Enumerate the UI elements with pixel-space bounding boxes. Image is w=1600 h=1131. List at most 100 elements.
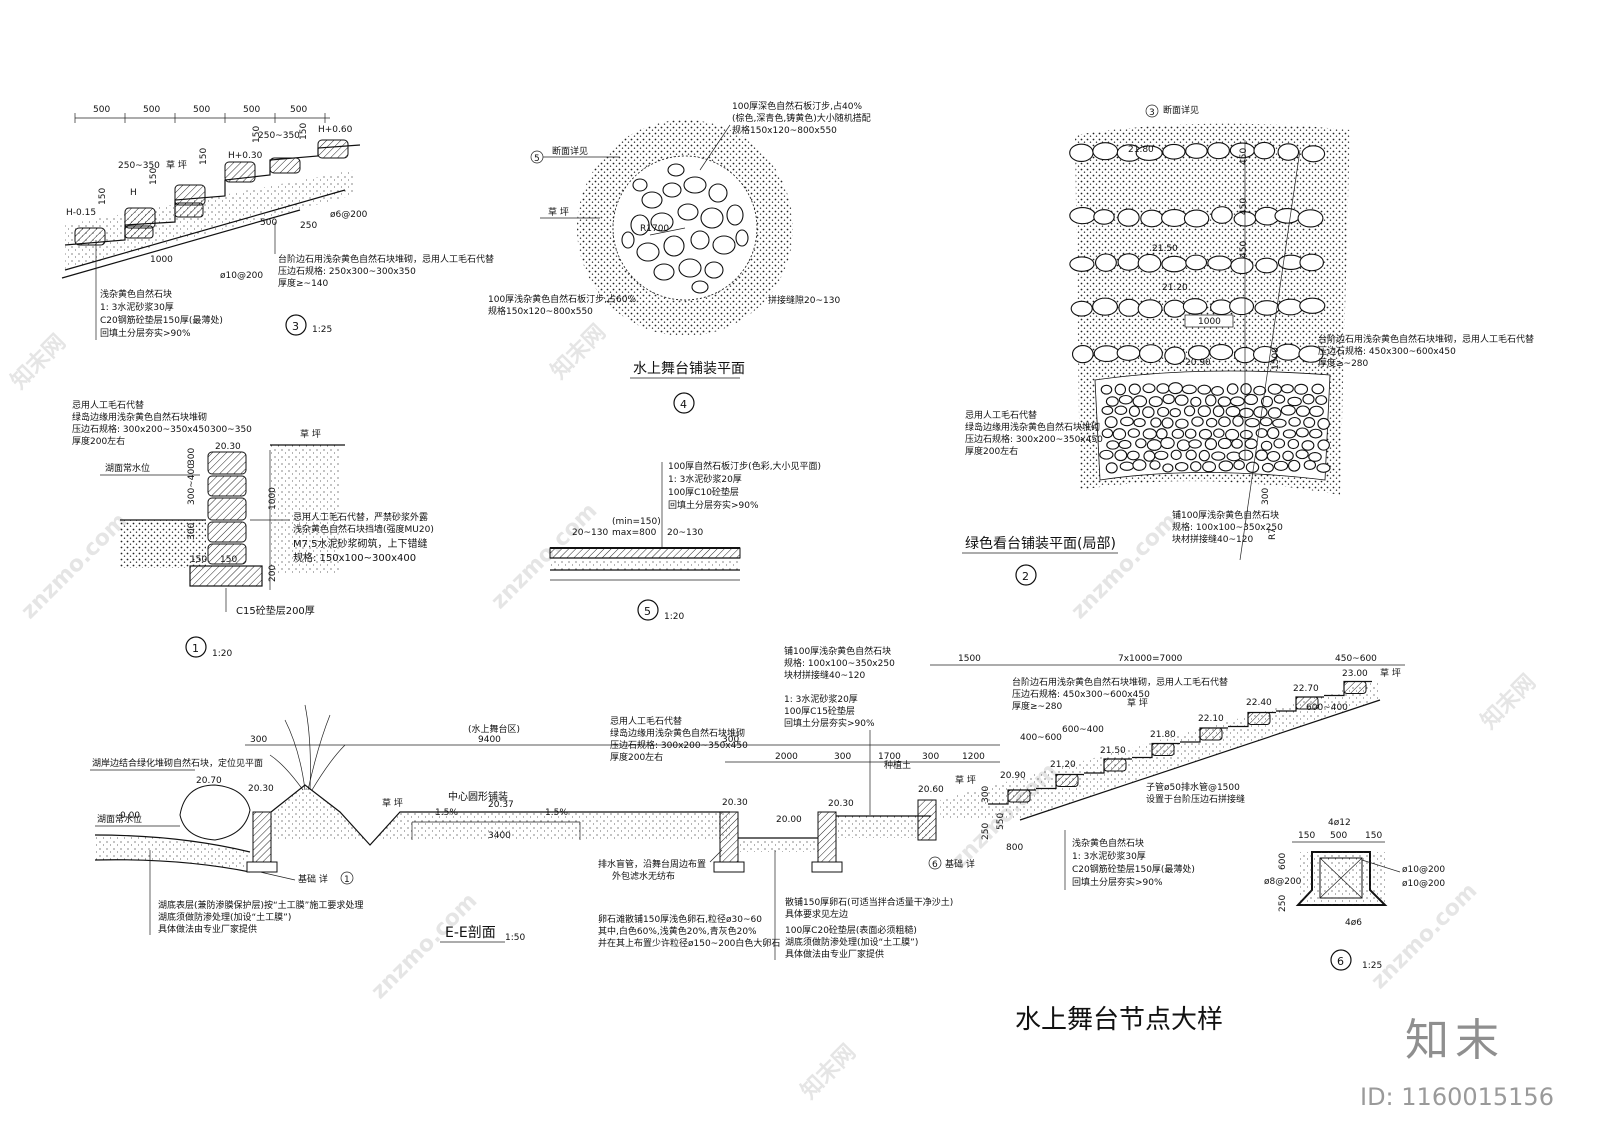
- cobble-stone: [1198, 449, 1210, 462]
- dimension-label: 2000: [775, 752, 798, 762]
- rebar-label: 4ø12: [1328, 818, 1351, 828]
- base-ref-label: 基础 详: [945, 858, 975, 870]
- dimension-label: 250: [981, 823, 991, 840]
- dimension-label: 250: [1278, 895, 1288, 912]
- cobble-stone: [1156, 383, 1170, 394]
- cobble-stone: [1128, 383, 1141, 395]
- cobble-stone: [1185, 449, 1197, 461]
- dimension-label: 450: [1239, 198, 1249, 215]
- edge-stone: [1229, 297, 1255, 316]
- edge-stone: [1185, 254, 1208, 271]
- level-label: 22.10: [1198, 714, 1224, 724]
- note-line: 厚度≥~140: [278, 277, 329, 289]
- cobble-stone: [1226, 451, 1242, 462]
- note-line: 1: 3水泥砂浆20厚: [784, 693, 858, 705]
- edge-stone: [1183, 209, 1210, 228]
- water-level-label: 湖面常水位: [105, 462, 150, 474]
- note-line: 浅杂黄色自然石块挡墙(强度MU20): [293, 523, 434, 535]
- watermark-text: znzmo.com: [17, 508, 133, 624]
- cobble-field: [1099, 382, 1331, 474]
- cobble-stone: [1162, 463, 1174, 473]
- dimension-label: 450: [1239, 241, 1249, 258]
- note-line: 具体做法由专业厂家提供: [785, 948, 884, 960]
- dimension-label: 300~350: [210, 425, 252, 435]
- detail-3-step-section: 500 500 500 500 500 H-0.15 H H+0.30 H+0.…: [61, 105, 494, 340]
- level-label: 23.00: [1342, 669, 1368, 679]
- cobble-stone: [1101, 405, 1114, 415]
- dimension-label: 300~400: [187, 463, 197, 505]
- edge-stone: [1182, 298, 1208, 315]
- note-line: 湖底表层(兼防渗膜保护层)按“土工膜”施工要求处理: [158, 899, 363, 911]
- step-stone: [1103, 758, 1127, 772]
- layer-label: C20钢筋砼垫层150厚(最薄处): [1072, 863, 1195, 875]
- level-label: 21.80: [1150, 730, 1176, 740]
- edge-stone-rows: [1069, 141, 1326, 365]
- cobble-stone: [1287, 438, 1300, 450]
- dimension-label: 800: [1006, 843, 1023, 853]
- cobble-stone: [1197, 384, 1212, 395]
- note-line: 块材拼接缝40~120: [784, 669, 865, 681]
- cobble-stone: [1282, 429, 1297, 439]
- slope-label: 1.5%: [435, 808, 458, 818]
- note-line: 湖底须做防渗处理(加设“土工膜”): [158, 911, 291, 923]
- watermark-text: znzmo.com: [367, 888, 483, 1004]
- edge-stone: [1092, 142, 1119, 161]
- scale-label: 1:50: [505, 933, 525, 943]
- edge-stone: [1211, 206, 1233, 224]
- dimension-label: 500: [290, 105, 307, 115]
- cobble-stone: [1114, 449, 1128, 462]
- grass-label: 草 坪: [548, 206, 569, 218]
- step-profile: [1276, 696, 1324, 712]
- detail-6-footing-section: 4ø12 150 500 150 ø10@200 ø8@200 ø10@200 …: [1264, 818, 1445, 971]
- dimension-label: 300: [250, 735, 267, 745]
- edge-stone: [1140, 209, 1164, 228]
- detail-title: 水上舞台铺装平面: [633, 361, 745, 377]
- edge-stone: [1210, 299, 1233, 316]
- cobble-stone: [1169, 407, 1181, 418]
- watermark-text: 知末网: [6, 329, 71, 394]
- section-ee: 300 9400 300 2000 300 1700 300 1200 (水上舞…: [90, 645, 1405, 960]
- cobble-stone: [1176, 439, 1191, 452]
- cobble-stone: [1259, 417, 1273, 427]
- joint-label: 拼接缝隙20~130: [768, 294, 840, 306]
- note-line: 回填土分层夯实>90%: [784, 717, 875, 729]
- dimension-label: 450~600: [1335, 654, 1377, 664]
- cobble-stone: [1295, 449, 1309, 460]
- note-line: 100厚C20砼垫层(表面必须粗糙): [785, 924, 917, 936]
- level-label: H+0.30: [228, 151, 263, 161]
- edge-stone: [1117, 253, 1140, 271]
- cobble-stone: [1171, 428, 1185, 439]
- note-line: 压边石规格: 300x200~350x450: [72, 423, 210, 435]
- cobble-stone: [1230, 396, 1245, 407]
- cobble-stone: [1287, 396, 1302, 407]
- layer-label: 100厚自然石板汀步(色彩,大小见平面): [668, 460, 821, 472]
- note-line: 忌用人工毛石代替: [610, 715, 682, 727]
- cobble-stone: [1240, 383, 1252, 395]
- cobble-stone: [1212, 405, 1225, 418]
- section-ref-label: 断面详见: [552, 145, 588, 157]
- dimension-label: 500: [143, 105, 160, 115]
- watermark-text: 知末网: [796, 1039, 861, 1104]
- edge-stone: [1254, 300, 1280, 316]
- edge-stone: [1298, 345, 1324, 363]
- width-label: 250~350: [258, 131, 300, 141]
- grass-label: 草 坪: [300, 428, 321, 440]
- step-stone: [1247, 712, 1271, 725]
- detail-number: 4: [680, 398, 687, 411]
- note-line: 台阶边石用浅杂黄色自然石块堆砌，忌用人工毛石代替: [1012, 676, 1228, 688]
- detail-number: 6: [1337, 955, 1344, 968]
- note-line: 压边石规格: 300x200~350x450: [610, 739, 748, 751]
- edge-stone: [1070, 300, 1093, 317]
- cobble-stone: [1181, 384, 1197, 395]
- note-line: 绿岛边缘用浅杂黄色自然石块堆砌: [72, 411, 207, 423]
- note-line: 子管ø50排水管@1500: [1146, 781, 1240, 793]
- level-label: 21.50: [1100, 746, 1126, 756]
- edge-stone: [1253, 141, 1276, 160]
- note-line: M7.5水泥砂浆砌筑，上下错缝: [293, 537, 428, 550]
- dimension-label: 150: [98, 188, 108, 205]
- edge-stone: [1277, 298, 1304, 316]
- edge-stone: [1069, 206, 1096, 225]
- cobble-stone: [1168, 382, 1183, 395]
- boulder-shape: [179, 784, 251, 841]
